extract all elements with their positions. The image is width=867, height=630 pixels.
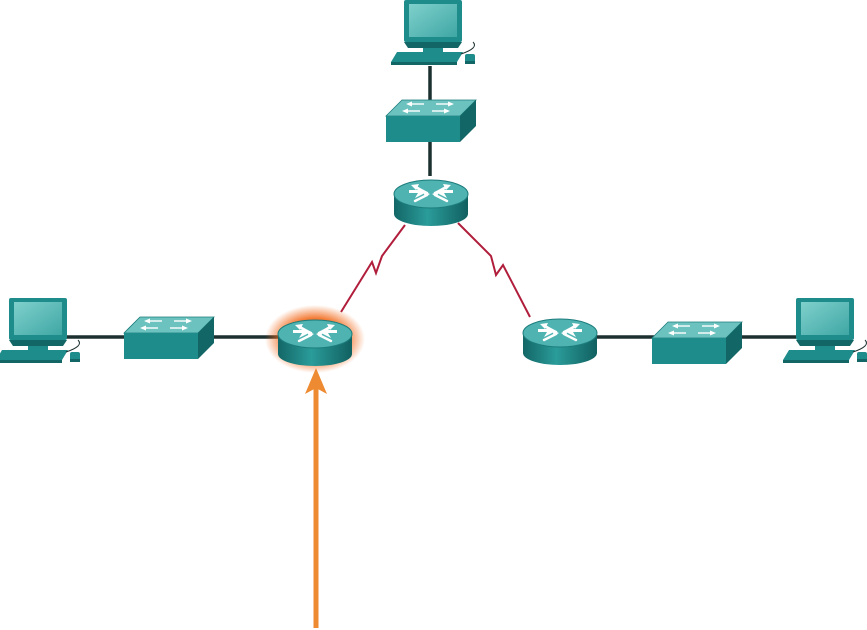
switch-icon-right: [651, 321, 743, 365]
router-icon-left-highlighted: [276, 318, 354, 368]
pc-icon-right: [782, 297, 867, 364]
router-icon-right: [521, 317, 599, 367]
switch-icon-top: [385, 99, 477, 143]
serial-link-top-left: [340, 224, 406, 313]
links: [66, 66, 796, 339]
pc-icon-left: [0, 297, 81, 364]
arrow-up-icon: [305, 368, 327, 628]
pc-icon-top: [390, 0, 476, 66]
switch-icon-left: [123, 316, 215, 360]
serial-link-top-right: [457, 222, 531, 318]
router-icon-top: [392, 178, 470, 228]
